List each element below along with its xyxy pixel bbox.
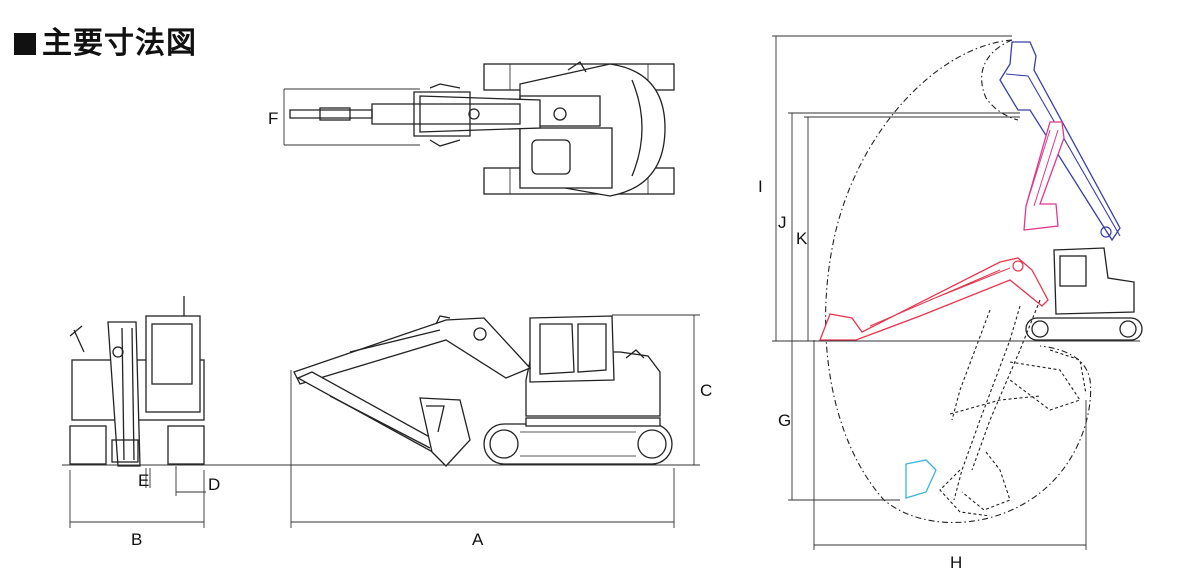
front-view-right-track — [167, 425, 205, 465]
pose-mid — [1023, 121, 1065, 231]
front-view: E D B — [69, 296, 220, 549]
front-view-left-track — [69, 425, 107, 465]
side-view: C A — [290, 314, 712, 549]
side-view-bucket — [419, 397, 471, 467]
dim-label-F: F — [268, 109, 278, 128]
top-view-cab — [519, 127, 613, 189]
range-view-track — [1025, 317, 1143, 341]
dim-label-H: H — [950, 553, 962, 572]
dim-label-D: D — [208, 475, 220, 494]
range-view-cab — [1053, 247, 1135, 315]
side-view-cab — [529, 315, 615, 383]
page-title: 主要寸法図 — [14, 18, 197, 62]
dim-label-G: G — [778, 411, 791, 430]
dim-label-E: E — [138, 471, 149, 490]
pose-ground-reach — [819, 257, 1049, 341]
dim-label-B: B — [131, 530, 142, 549]
dim-label-C: C — [700, 381, 712, 400]
dim-label-J: J — [778, 213, 787, 232]
pose-deep-bucket — [905, 459, 937, 499]
dim-label-K: K — [796, 229, 808, 248]
front-view-cab — [145, 315, 201, 413]
side-view-boom — [293, 317, 532, 385]
dim-label-A: A — [472, 530, 484, 549]
dim-label-I: I — [758, 177, 763, 196]
page-title-text: 主要寸法図 — [42, 26, 197, 61]
working-range-view: I J K G H — [758, 35, 1143, 572]
title-square-icon — [14, 33, 36, 55]
top-view: F — [268, 61, 675, 197]
side-view-track — [483, 423, 673, 465]
